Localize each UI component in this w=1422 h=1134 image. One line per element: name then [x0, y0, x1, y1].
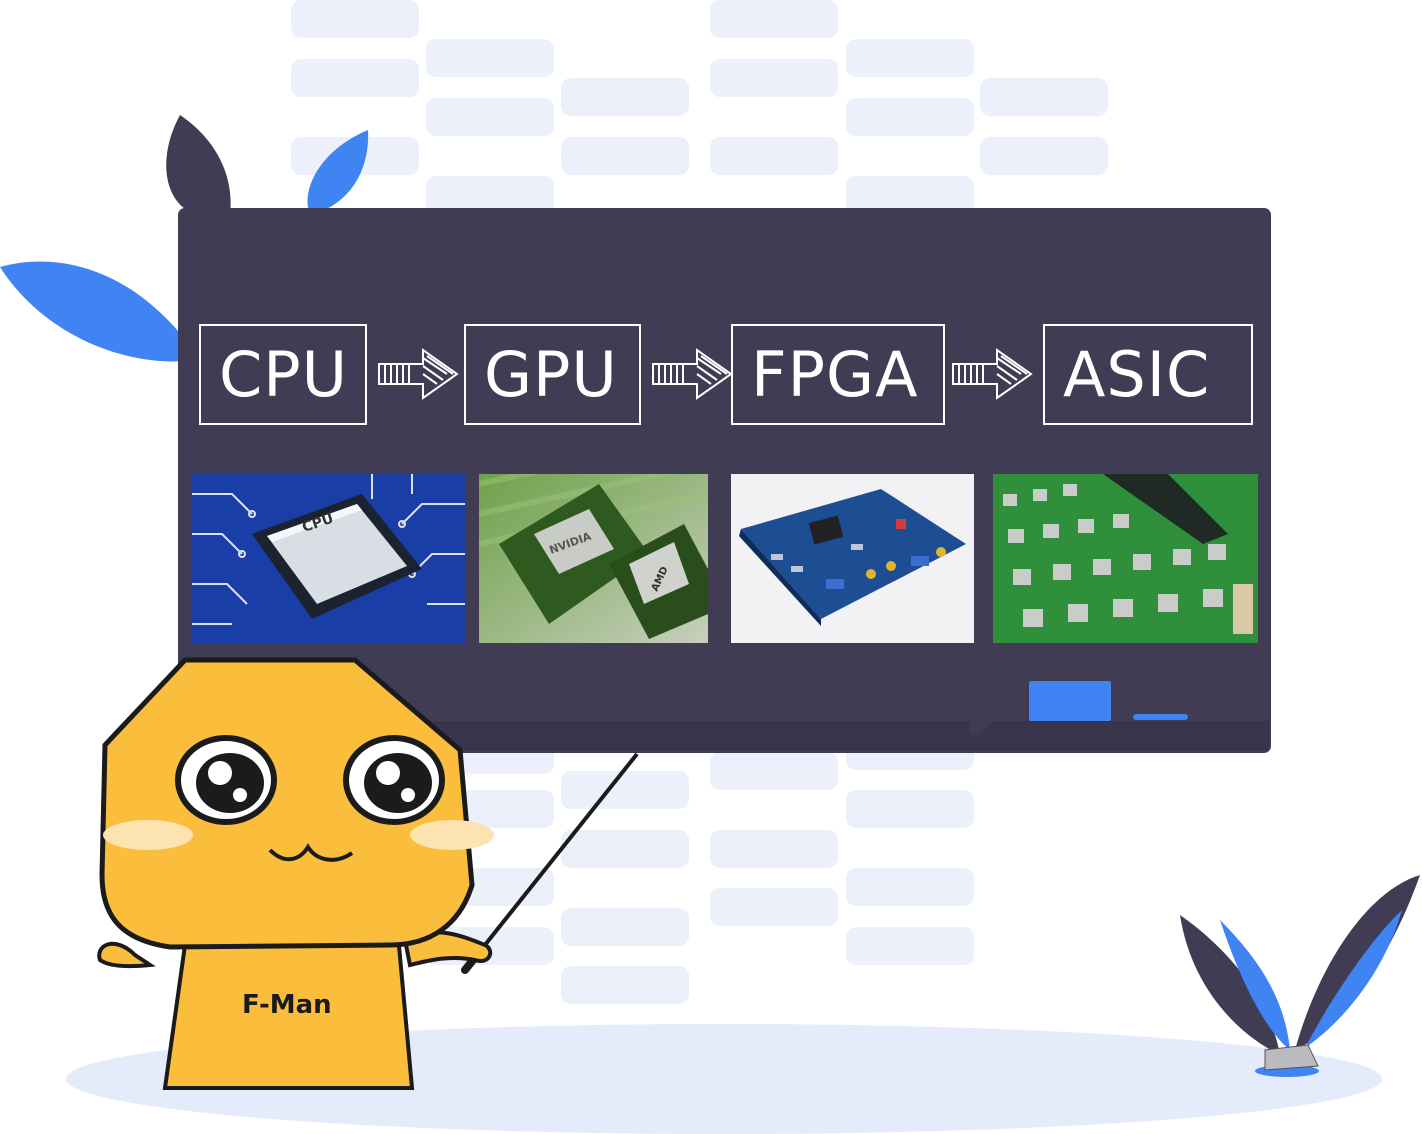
mascot-fman: F-Man [97, 657, 494, 1090]
term-cpu: CPU [199, 324, 367, 425]
plant-icon [1180, 875, 1420, 1077]
leaves-left-icon [0, 115, 369, 362]
slide-indicator[interactable] [1133, 714, 1188, 720]
term-fpga: FPGA [731, 324, 945, 425]
term-asic: ASIC [1043, 324, 1253, 425]
asic-board-photo [993, 474, 1258, 643]
mascot-name-label: F-Man [242, 990, 332, 1020]
cpu-photo: CPU [192, 474, 465, 643]
arrow-right-icon [952, 348, 1033, 400]
gpu-photo: NVIDIA AMD [479, 474, 708, 643]
fpga-board-photo [731, 474, 974, 643]
arrow-right-icon [378, 348, 459, 400]
arrow-right-icon [652, 348, 733, 400]
term-gpu: GPU [464, 324, 641, 425]
slide-indicator-active[interactable] [1029, 681, 1111, 721]
